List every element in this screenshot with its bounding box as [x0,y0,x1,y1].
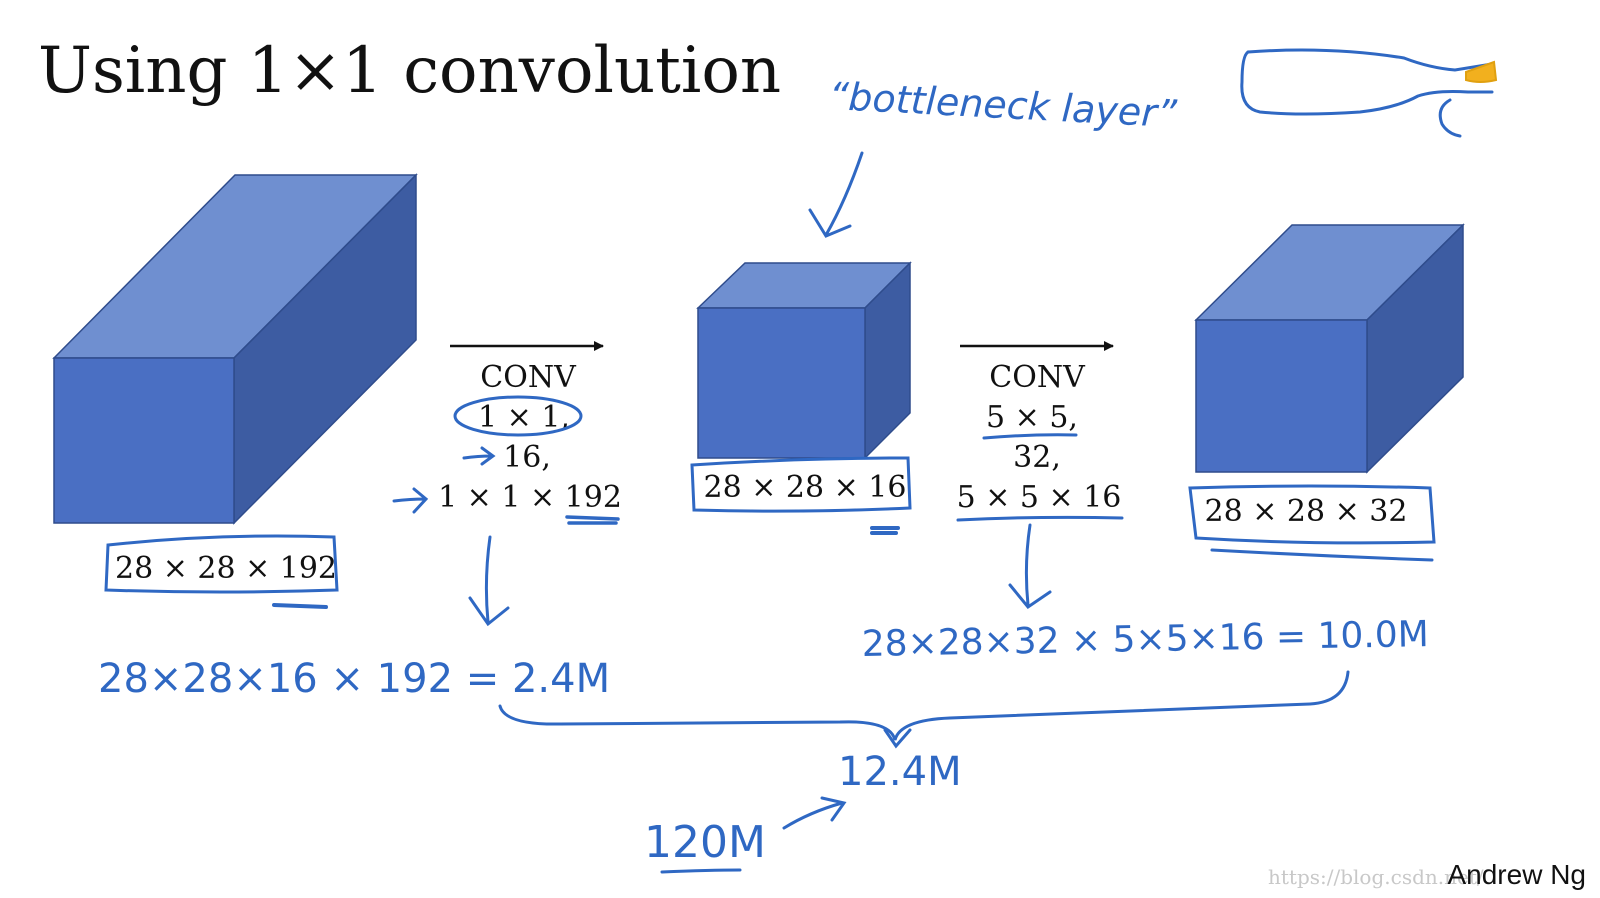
bottle-doodle [1240,48,1498,138]
bottleneck-annotation: “bottleneck layer” [828,74,1178,136]
underline-conv1-192 [565,515,620,525]
conv2-filter-dims: 5 × 5 × 16 [957,480,1122,515]
calc2-down-arrow [1008,523,1052,610]
bottle-cap-icon [1465,60,1498,83]
underline-16 [870,526,900,535]
author-credit: Andrew Ng [1447,859,1586,890]
output-volume-label: 28 × 28 × 32 [1205,494,1408,529]
conv1-num-filters: 16, [503,440,551,475]
calc1-down-arrow [468,535,510,627]
input-label-box [104,534,339,594]
watermark: https://blog.csdn.net/ [1268,865,1484,889]
sum-brace [498,670,1350,741]
bottleneck-volume-cube [696,261,912,460]
pointer-1x1x192-icon [392,487,429,514]
total-cost-text: 12.4M [838,749,962,795]
calc2-text: 28×28×32 × 5×5×16 = 10.0M [861,614,1429,665]
bottleneck-label-box [690,456,912,513]
conv1-filter-dims: 1 × 1 × 192 [438,480,622,515]
underline-5x5x16 [956,515,1124,522]
bottleneck-pointer-arrow [808,151,864,238]
conv2-filter-size: 5 × 5, [986,400,1078,435]
calc1-text: 28×28×16 × 192 = 2.4M [98,656,610,702]
compare-arrow [782,796,847,830]
circle-1x1 [453,395,583,437]
bottleneck-volume-label: 28 × 28 × 16 [704,470,907,505]
underline-120m [660,868,742,874]
output-volume-cube [1194,223,1465,474]
underline-5x5 [982,433,1078,440]
pointer-16-icon [462,446,496,466]
page-title: Using 1×1 convolution [38,34,781,108]
conv1-filter-size: 1 × 1, [478,400,570,435]
conv2-num-filters: 32, [1013,440,1061,475]
input-volume-label: 28 × 28 × 192 [115,551,337,586]
conv1-title: CONV [480,360,577,395]
underline-output [1210,548,1434,562]
input-volume-cube [52,173,418,525]
underline-192 [272,603,328,609]
sum-brace-tip-icon [883,728,912,749]
naive-cost-text: 120M [644,817,766,868]
output-label-box [1188,484,1436,545]
conv2-spec: CONV 5 × 5, 32, 5 × 5 × 16 [957,360,1122,515]
conv1-spec: CONV 1 × 1, 16, 1 × 1 × 192 [438,360,622,515]
conv2-title: CONV [989,360,1086,395]
